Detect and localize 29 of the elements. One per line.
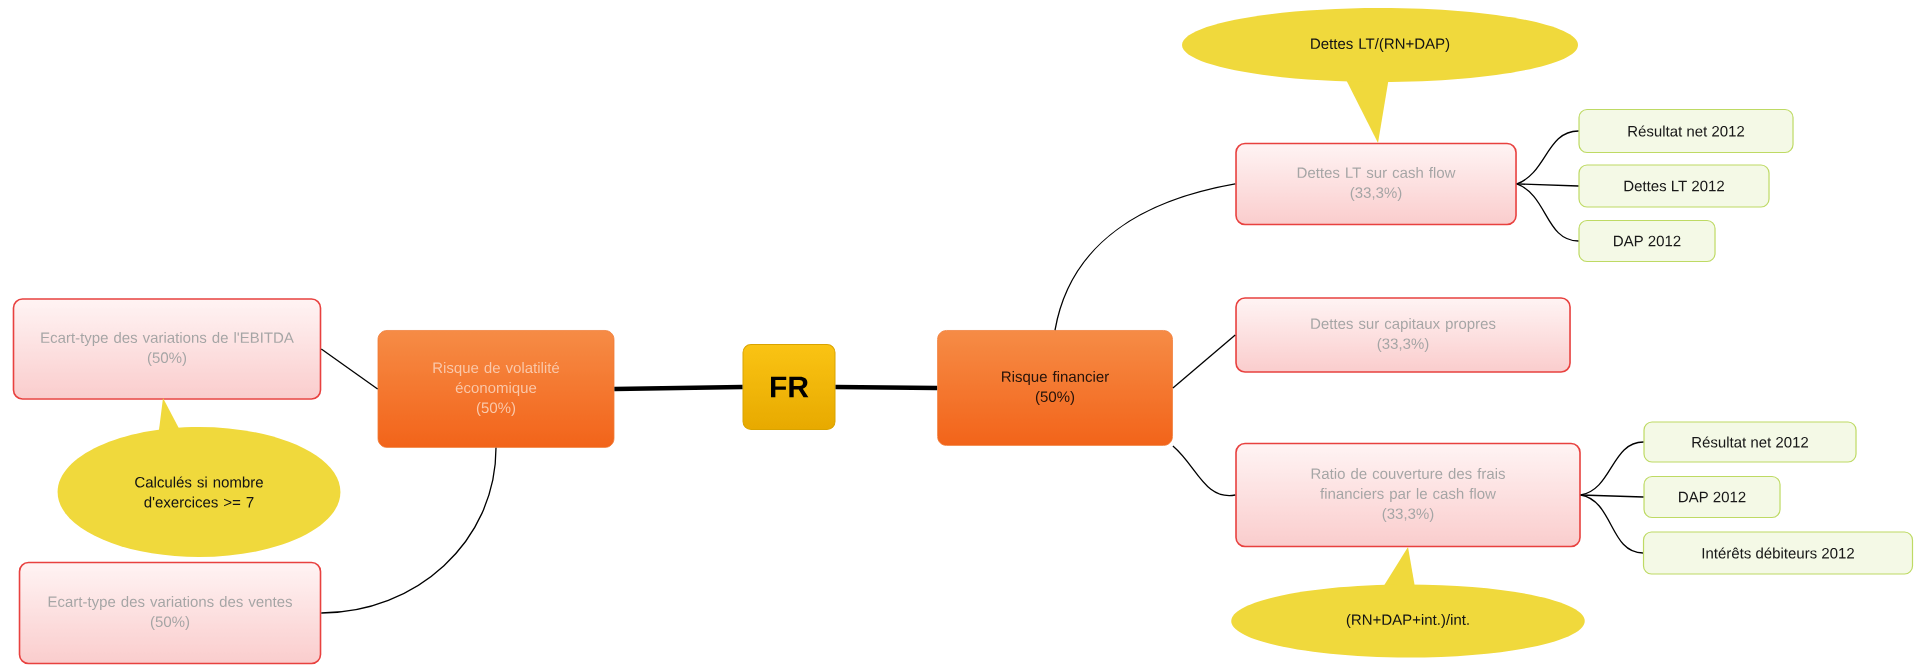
connector (1172, 445, 1236, 497)
callout-bubble: (RN+DAP+int.)/int. (1231, 546, 1585, 658)
process-box: Ecart-type des variations de l'EBITDA (50%) (12, 298, 322, 400)
connector (614, 384, 743, 392)
connector (1516, 183, 1580, 187)
process-box: Dettes LT sur cash flow (33,3%) (1235, 142, 1517, 226)
data-box: DAP 2012 (1578, 219, 1716, 263)
connector (1516, 183, 1580, 242)
data-box: Résultat net 2012 (1643, 421, 1857, 463)
process-box: FR (742, 344, 836, 430)
data-box: Dettes LT 2012 (1578, 164, 1770, 208)
connector (320, 348, 379, 390)
process-box: Ecart-type des variations des ventes (50%) (18, 561, 322, 665)
data-box: DAP 2012 (1643, 475, 1781, 519)
connector (1516, 130, 1580, 185)
connector (320, 447, 497, 614)
connector (1580, 494, 1644, 554)
process-box: Dettes sur capitaux propres (33,3%) (1235, 297, 1571, 373)
connector (1580, 494, 1645, 498)
data-box: Résultat net 2012 (1578, 108, 1794, 154)
data-box: Intérêts débiteurs 2012 (1642, 531, 1914, 575)
connector (835, 384, 938, 391)
process-box: Risque financier (50%) (937, 330, 1173, 446)
connector (1172, 334, 1236, 389)
connector (1054, 183, 1236, 331)
process-box: Ratio de couverture des frais financiers par le cash flow (33,3%) (1235, 442, 1581, 548)
process-box: Risque de volatilité économique (50%) (377, 330, 615, 448)
callout-bubble: Calculés si nombre d'exercices >= 7 (57, 398, 341, 557)
callout-bubble: Dettes LT/(RN+DAP) (1182, 7, 1578, 143)
